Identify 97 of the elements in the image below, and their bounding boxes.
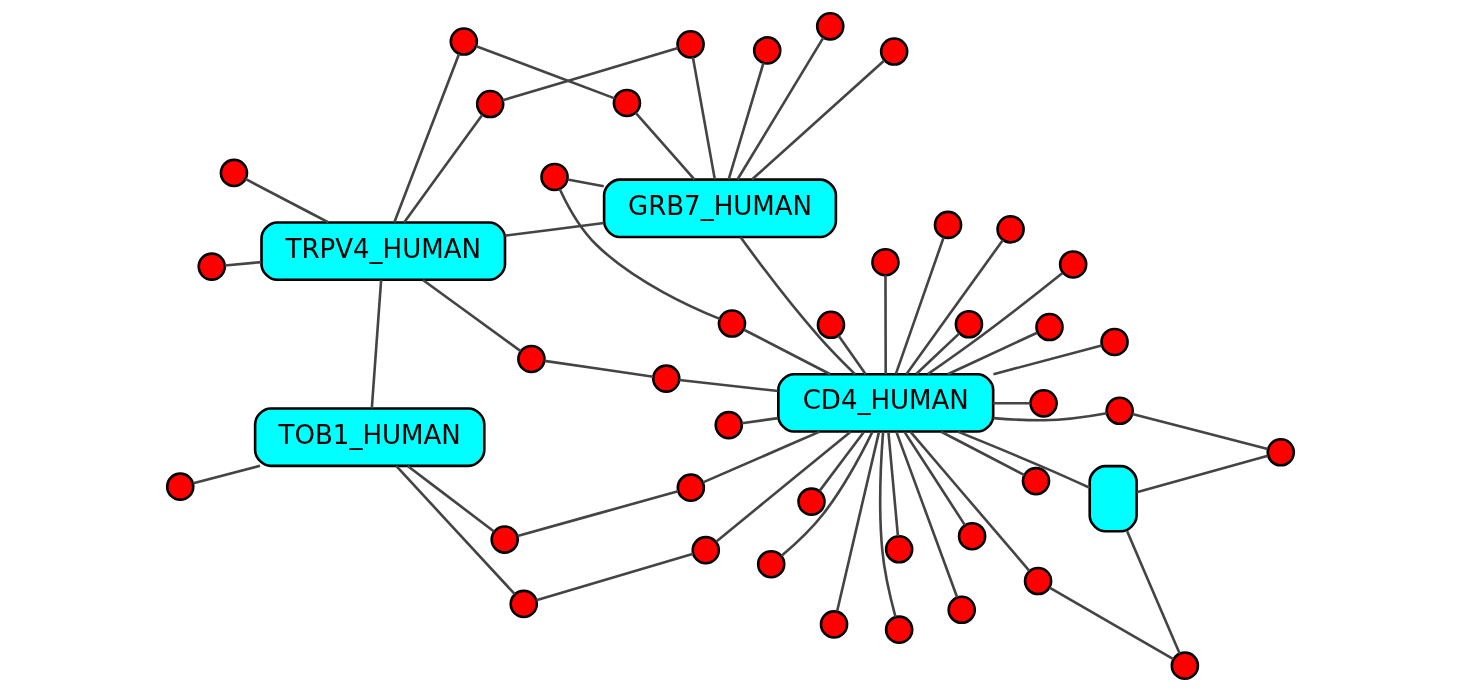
connector xyxy=(904,239,1004,375)
connector xyxy=(902,431,966,526)
node-circle xyxy=(816,310,845,340)
connector xyxy=(714,430,851,543)
connector xyxy=(1125,530,1181,655)
connector xyxy=(370,280,382,409)
node-circle xyxy=(954,309,983,339)
connector xyxy=(886,431,899,537)
connector xyxy=(894,237,945,375)
node-box: CD4_HUMAN xyxy=(776,372,994,433)
node-circle xyxy=(475,89,504,119)
connector xyxy=(779,431,874,557)
node-circle xyxy=(1265,437,1295,467)
node-circle xyxy=(219,158,248,188)
node-circle xyxy=(884,615,913,644)
node-circle xyxy=(957,521,986,551)
connector xyxy=(926,272,1063,376)
connector xyxy=(946,331,1038,376)
connector xyxy=(992,344,1102,376)
node-circle xyxy=(946,595,976,625)
connector xyxy=(566,178,604,188)
node-box: TRPV4_HUMAN xyxy=(259,221,506,282)
connector xyxy=(535,552,694,602)
connector xyxy=(883,275,887,375)
node-circle xyxy=(539,162,569,192)
connector xyxy=(878,431,897,618)
connector xyxy=(516,489,678,538)
connector xyxy=(1048,586,1174,661)
node-circle xyxy=(651,364,681,393)
connector xyxy=(909,431,1030,572)
connector xyxy=(835,431,880,612)
node-circle xyxy=(933,210,962,240)
connector xyxy=(394,464,516,596)
connector xyxy=(224,260,261,267)
connector xyxy=(504,221,604,237)
node-circle xyxy=(165,472,195,501)
node-circle xyxy=(676,473,705,502)
node-box: TOB1_HUMAN xyxy=(253,407,486,468)
connector xyxy=(741,416,778,425)
connector xyxy=(421,278,521,353)
node-circle xyxy=(1028,389,1058,418)
connector xyxy=(475,44,615,100)
connector xyxy=(837,334,867,375)
node-circle xyxy=(1170,651,1199,680)
node-circle xyxy=(1099,327,1129,357)
node-circle xyxy=(819,610,848,639)
connector xyxy=(894,431,958,598)
connector xyxy=(678,378,778,393)
node-circle xyxy=(508,589,538,619)
connector xyxy=(818,431,865,492)
connector xyxy=(992,401,1031,405)
node-circle xyxy=(756,549,785,579)
node-circle xyxy=(815,12,845,41)
node-circle xyxy=(516,344,546,374)
connector xyxy=(735,37,824,181)
node-circle xyxy=(690,535,720,565)
connector xyxy=(914,332,960,375)
node-circle xyxy=(717,309,746,338)
node-circle xyxy=(449,27,478,56)
connector xyxy=(244,177,329,224)
connector xyxy=(1131,412,1268,451)
connector xyxy=(691,56,716,180)
connector xyxy=(956,430,1090,489)
connector xyxy=(1135,454,1268,494)
connector xyxy=(750,59,885,181)
connector xyxy=(192,464,260,485)
node-circle xyxy=(752,36,782,65)
node-circle xyxy=(1021,466,1050,496)
node-circle xyxy=(612,88,641,118)
node-circle xyxy=(1023,566,1052,596)
node-circle xyxy=(713,410,743,440)
connector xyxy=(634,112,696,181)
node-circle xyxy=(796,487,826,516)
connector xyxy=(392,53,460,223)
node-circle xyxy=(995,215,1025,244)
connector xyxy=(726,62,765,180)
connector xyxy=(402,114,483,224)
connector xyxy=(742,328,831,376)
connector xyxy=(702,430,820,484)
node-box xyxy=(1087,464,1138,533)
connector xyxy=(558,188,720,321)
node-circle xyxy=(1104,396,1134,426)
node-circle xyxy=(675,30,705,59)
connector xyxy=(992,412,1107,422)
node-box: GRB7_HUMAN xyxy=(602,178,837,239)
connector xyxy=(501,46,678,102)
connector xyxy=(543,359,653,378)
node-circle xyxy=(879,37,908,66)
node-circle xyxy=(884,534,913,564)
node-circle xyxy=(489,525,519,554)
connector xyxy=(939,430,1025,477)
node-circle xyxy=(196,252,226,281)
node-circle xyxy=(1034,312,1064,342)
connector xyxy=(406,464,495,533)
node-circle xyxy=(870,247,900,277)
node-circle xyxy=(1058,250,1087,279)
connector xyxy=(739,236,856,376)
